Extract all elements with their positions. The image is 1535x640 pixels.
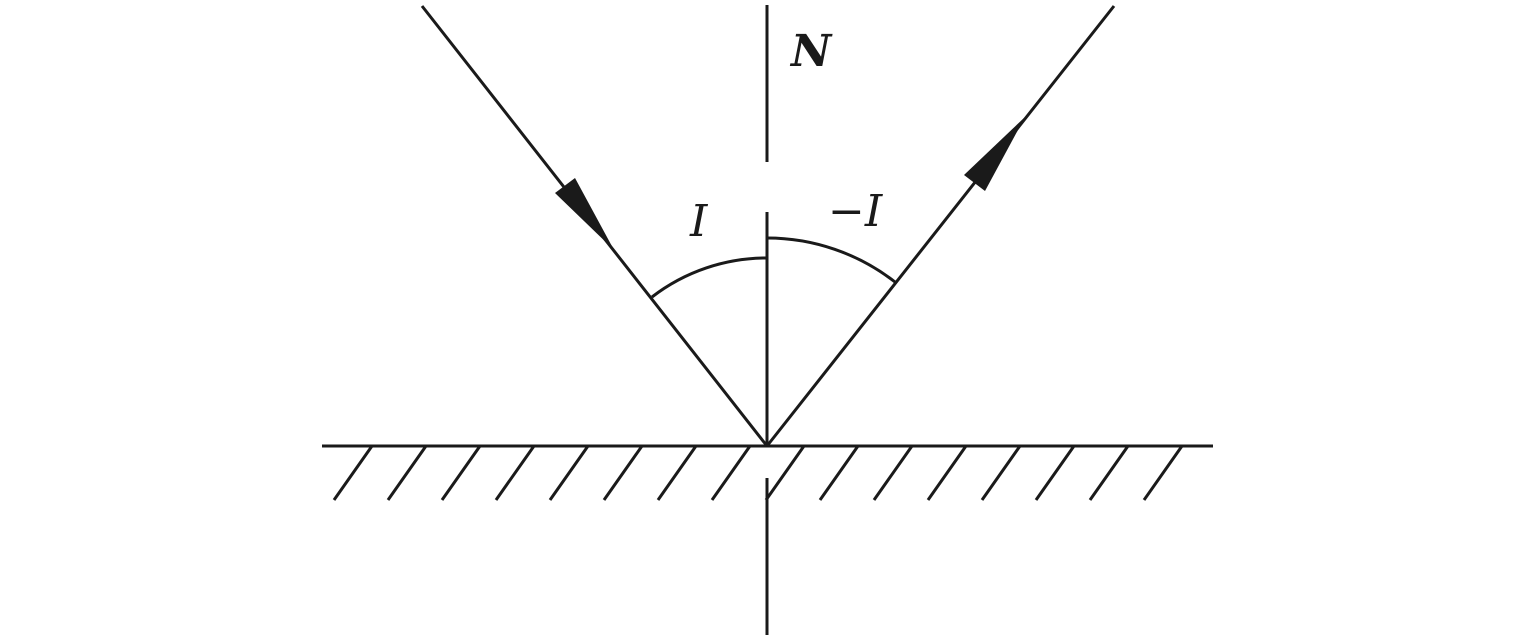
reflection-angle-arc [766, 236, 896, 284]
incidence-angle-label: I [689, 196, 709, 247]
reflected-ray [765, 5, 1116, 447]
incident-ray-arrowhead [555, 178, 614, 250]
hatch-mark [1142, 445, 1184, 501]
hatch-mark [764, 445, 806, 501]
hatch-mark [602, 445, 644, 501]
reflected-ray-arrowhead [964, 117, 1025, 191]
surface-hatching [332, 445, 1184, 501]
hatch-mark [818, 445, 860, 501]
incidence-angle-arc [651, 256, 768, 299]
hatch-mark [332, 445, 374, 501]
hatch-mark [1088, 445, 1130, 501]
normal-label: N [789, 26, 833, 77]
hatch-mark [1034, 445, 1076, 501]
reflection-angle-label: −I [828, 186, 884, 237]
hatch-mark [386, 445, 428, 501]
hatch-mark [548, 445, 590, 501]
hatch-mark [656, 445, 698, 501]
hatch-mark [494, 445, 536, 501]
hatch-mark [710, 445, 752, 501]
hatch-mark [926, 445, 968, 501]
hatch-mark [980, 445, 1022, 501]
hatch-mark [440, 445, 482, 501]
hatch-mark [872, 445, 914, 501]
